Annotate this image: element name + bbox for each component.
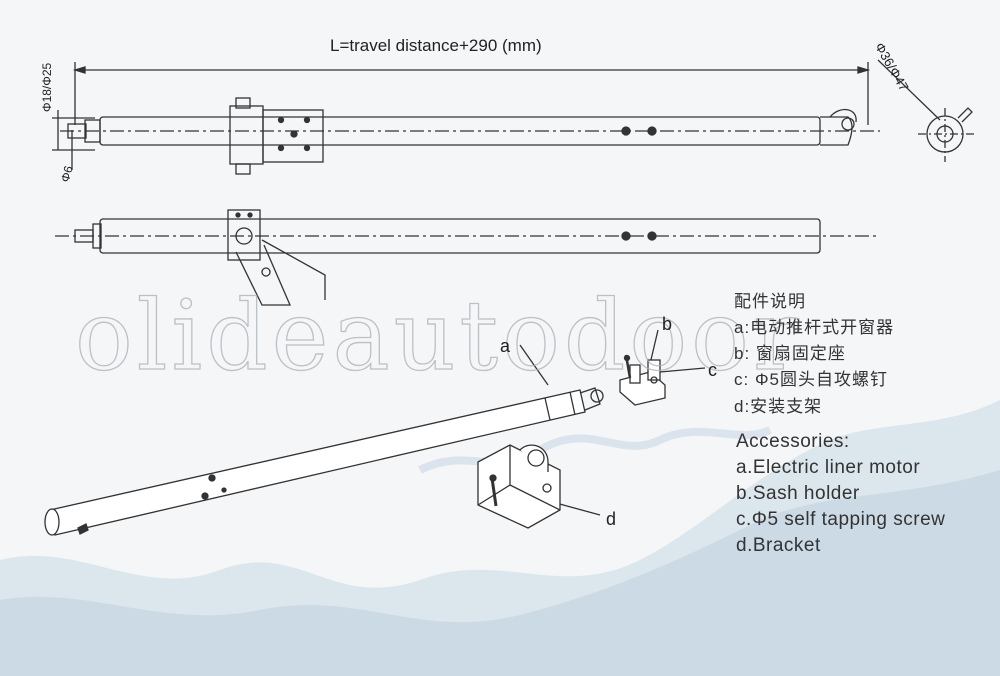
callout-b-leader bbox=[649, 329, 659, 365]
travel-dimension-line bbox=[72, 62, 871, 125]
legend-en-item-c: c.Φ5 self tapping screw bbox=[736, 509, 946, 530]
bracket-part bbox=[477, 444, 561, 529]
legend-cn-item-a: a:电动推杆式开窗器 bbox=[734, 318, 895, 337]
legend-en-item-b: b.Sash holder bbox=[736, 483, 860, 504]
rod-diameter-label: Φ18/Φ25 bbox=[40, 62, 54, 112]
actuator-top-view bbox=[60, 97, 880, 175]
rod-diameter-dimension bbox=[52, 110, 95, 170]
sash-holder-part bbox=[619, 354, 666, 406]
callout-a: a bbox=[500, 336, 511, 356]
callout-b: b bbox=[662, 314, 673, 334]
legend-en-item-a: a.Electric liner motor bbox=[736, 457, 921, 478]
actuator-isometric bbox=[44, 387, 604, 536]
actuator-side-view bbox=[55, 209, 880, 306]
legend-cn-item-c: c: Φ5圆头自攻螺钉 bbox=[734, 370, 888, 389]
callout-c-leader bbox=[659, 367, 706, 373]
legend-en-title: Accessories: bbox=[736, 431, 850, 452]
callout-c: c bbox=[708, 360, 717, 380]
callout-d: d bbox=[606, 509, 617, 529]
legend-en-item-d: d.Bracket bbox=[736, 535, 821, 556]
travel-distance-label: L=travel distance+290 (mm) bbox=[330, 36, 542, 55]
legend-cn-title: 配件说明 bbox=[734, 292, 806, 311]
watermark-text: olideautodoor bbox=[74, 279, 803, 392]
actuator-end-view bbox=[877, 59, 975, 162]
legend-cn-item-b: b: 窗扇固定座 bbox=[734, 344, 846, 363]
legend-cn-item-d: d:安装支架 bbox=[734, 397, 823, 416]
callout-a-leader bbox=[519, 344, 549, 386]
